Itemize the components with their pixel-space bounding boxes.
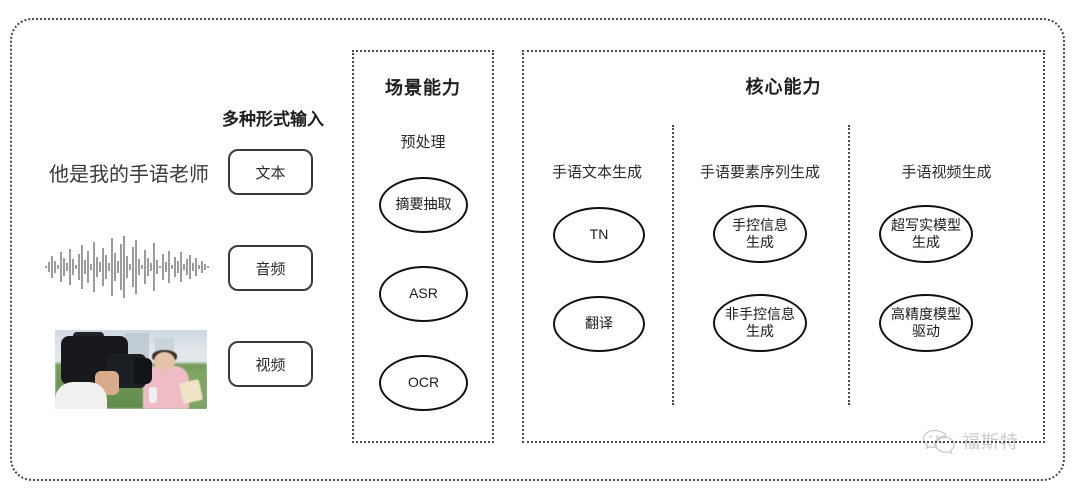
node-manual-information-generation[interactable]: 手控信息生成 xyxy=(713,205,807,263)
core-column-divider-2 xyxy=(848,125,850,405)
core-capability-panel: 核心能力 xyxy=(522,50,1045,443)
core-column-heading-sign-text-generation: 手语文本生成 xyxy=(551,164,642,181)
sample-input-text: 他是我的手语老师 xyxy=(49,164,209,186)
watermark-label: 福斯特 xyxy=(962,432,1019,452)
input-button-text[interactable]: 文本 xyxy=(228,149,313,195)
wechat-logo-icon xyxy=(922,429,955,454)
node-non-manual-information-generation[interactable]: 非手控信息生成 xyxy=(713,294,807,352)
scene-capability-panel: 场景能力 xyxy=(352,50,494,443)
node-hyperrealistic-model-generation[interactable]: 超写实模型生成 xyxy=(879,205,973,263)
node-high-precision-model-driving[interactable]: 高精度模型驱动 xyxy=(879,294,973,352)
diagram-outer-frame xyxy=(10,18,1065,481)
scene-panel-subheading: 预处理 xyxy=(400,134,446,151)
core-column-divider-1 xyxy=(672,125,674,405)
node-asr[interactable]: ASR xyxy=(379,266,468,322)
video-thumbnail-image xyxy=(55,330,207,409)
input-button-audio[interactable]: 音频 xyxy=(228,245,313,291)
core-panel-title: 核心能力 xyxy=(745,77,822,97)
input-section-heading: 多种形式输入 xyxy=(222,110,324,129)
input-button-video[interactable]: 视频 xyxy=(228,341,313,387)
core-column-heading-sign-element-sequence-generation: 手语要素序列生成 xyxy=(699,164,820,181)
watermark: 福斯特 xyxy=(922,428,1019,454)
node-ocr[interactable]: OCR xyxy=(379,355,468,411)
node-summary-extraction[interactable]: 摘要抽取 xyxy=(379,177,468,233)
core-column-heading-sign-video-generation: 手语视频生成 xyxy=(901,164,992,181)
node-translation[interactable]: 翻译 xyxy=(553,296,645,352)
scene-panel-title: 场景能力 xyxy=(385,78,461,98)
node-tn[interactable]: TN xyxy=(553,207,645,263)
audio-waveform-icon xyxy=(45,236,209,298)
